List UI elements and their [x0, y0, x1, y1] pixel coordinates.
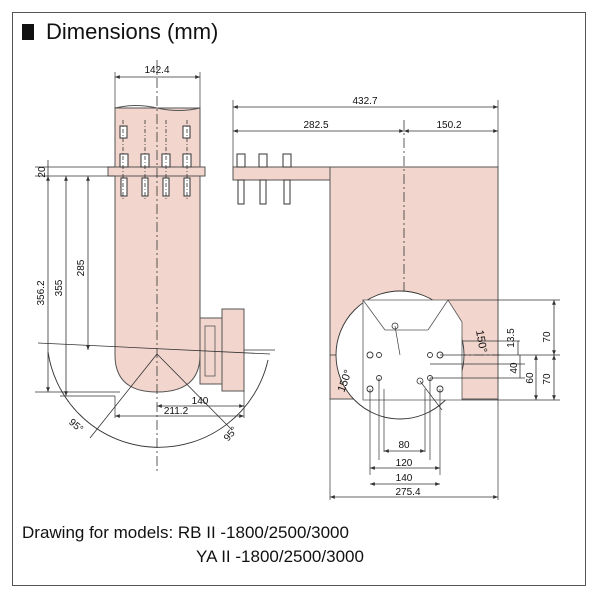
top-view-arm [232, 166, 331, 181]
dim-140-top-view: 140 [396, 473, 413, 484]
dim-70-top: 70 [542, 331, 553, 343]
dim-150-2: 150.2 [436, 120, 461, 131]
dim-211-2: 211.2 [164, 406, 189, 417]
caption-line-1: Drawing for models: RB II -1800/2500/300… [22, 523, 349, 542]
top-view-mount-plate [362, 299, 463, 401]
side-view-swing-arc [47, 351, 269, 448]
top-view: 432.7 282.5 150.2 13.5 70 40 60 70 150° … [232, 96, 560, 500]
angle-150-right: 150° [473, 329, 489, 354]
angle-95-left: 95° [66, 417, 85, 435]
dim-285: 285 [76, 259, 87, 276]
title-block: Dimensions (mm) [22, 18, 218, 46]
dim-275-4: 275.4 [395, 487, 420, 498]
dim-140-side: 140 [192, 396, 209, 407]
dim-20: 20 [37, 166, 48, 178]
angle-95-right: 95° [222, 425, 240, 444]
dim-142-4: 142.4 [144, 65, 169, 76]
dim-282-5: 282.5 [303, 120, 328, 131]
drawing-title: Dimensions (mm) [46, 19, 219, 44]
side-view-top-flange [107, 166, 206, 177]
dim-355: 355 [54, 279, 65, 296]
dim-60: 60 [525, 372, 536, 384]
dim-40: 40 [509, 362, 520, 374]
dim-70-bottom: 70 [542, 373, 553, 385]
title-square-icon [22, 24, 34, 40]
dim-80: 80 [398, 440, 410, 451]
dim-432-7: 432.7 [352, 96, 377, 107]
dim-120: 120 [396, 458, 413, 469]
drawing-frame [12, 12, 586, 586]
side-view: 142.4 20 356.2 355 285 140 211.2 95° 95° [35, 60, 275, 472]
top-view-bolts [236, 153, 292, 205]
dim-356-2: 356.2 [36, 280, 47, 305]
side-view-top-bolts [119, 125, 192, 197]
dim-13-5: 13.5 [506, 328, 517, 348]
caption-line-2: YA II -1800/2500/3000 [196, 547, 364, 566]
